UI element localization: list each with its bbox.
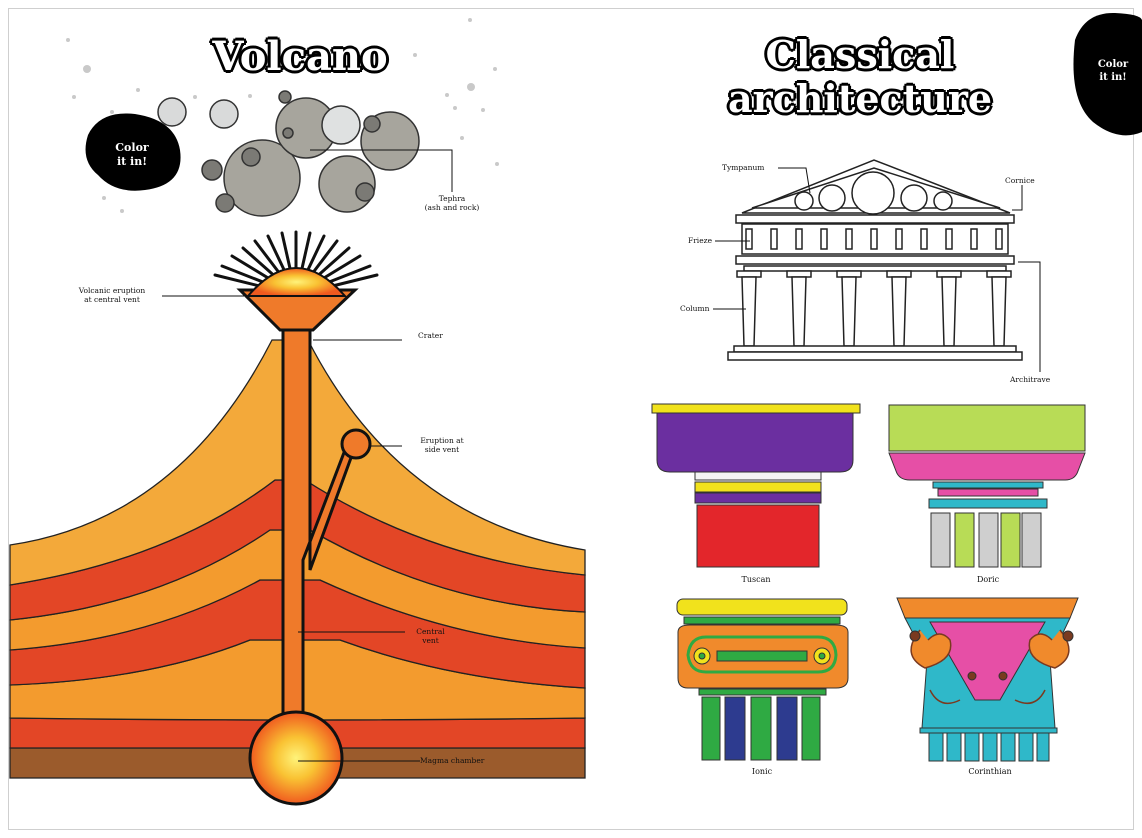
volcano-badge-text: Color it in! bbox=[102, 141, 162, 169]
central-eruption-fire bbox=[248, 268, 345, 296]
tympanum-label: Tympanum bbox=[722, 163, 764, 172]
tephra-label: Tephra (ash and rock) bbox=[412, 194, 492, 212]
architecture-badge-line1: Color bbox=[1088, 58, 1138, 71]
architecture-title-line1: Classical bbox=[690, 33, 1030, 77]
frieze-label: Frieze bbox=[688, 236, 712, 245]
architecture-title: Classical architecture bbox=[690, 33, 1030, 121]
central-vent-label: Central vent bbox=[408, 627, 453, 645]
side-eruption-label: Eruption at side vent bbox=[412, 436, 472, 454]
tephra-label-line2: (ash and rock) bbox=[412, 203, 492, 212]
architecture-badge-text: Color it in! bbox=[1088, 58, 1138, 84]
ionic-caption: Ionic bbox=[702, 767, 822, 776]
central-eruption-label-line1: Volcanic eruption bbox=[62, 286, 162, 295]
architecture-title-line2: architecture bbox=[690, 77, 1030, 121]
doric-caption: Doric bbox=[928, 575, 1048, 584]
tuscan-caption: Tuscan bbox=[696, 575, 816, 584]
corinthian-caption: Corinthian bbox=[930, 767, 1050, 776]
architecture-badge-line2: it in! bbox=[1088, 71, 1138, 84]
corinthian-capital bbox=[897, 598, 1078, 761]
architrave-label: Architrave bbox=[1010, 375, 1050, 384]
temple-diagram bbox=[728, 160, 1022, 360]
tephra-label-line1: Tephra bbox=[412, 194, 492, 203]
volcano-badge-line1: Color bbox=[102, 141, 162, 155]
central-eruption-label: Volcanic eruption at central vent bbox=[62, 286, 162, 304]
column-label: Column bbox=[680, 304, 709, 313]
magma-chamber-label: Magma chamber bbox=[420, 756, 484, 765]
volcano-badge-line2: it in! bbox=[102, 155, 162, 169]
volcano-title: Volcano bbox=[180, 33, 420, 80]
cornice-label: Cornice bbox=[1005, 176, 1035, 185]
ionic-capital bbox=[677, 599, 848, 760]
central-vent-label-line2: vent bbox=[408, 636, 453, 645]
central-eruption-label-line2: at central vent bbox=[62, 295, 162, 304]
tuscan-capital bbox=[652, 404, 860, 567]
side-eruption-label-line2: side vent bbox=[412, 445, 472, 454]
central-vent-label-line1: Central bbox=[408, 627, 453, 636]
tephra-cloud bbox=[158, 91, 419, 216]
side-eruption-label-line1: Eruption at bbox=[412, 436, 472, 445]
doric-capital bbox=[889, 405, 1085, 567]
crater-label: Crater bbox=[418, 331, 443, 340]
